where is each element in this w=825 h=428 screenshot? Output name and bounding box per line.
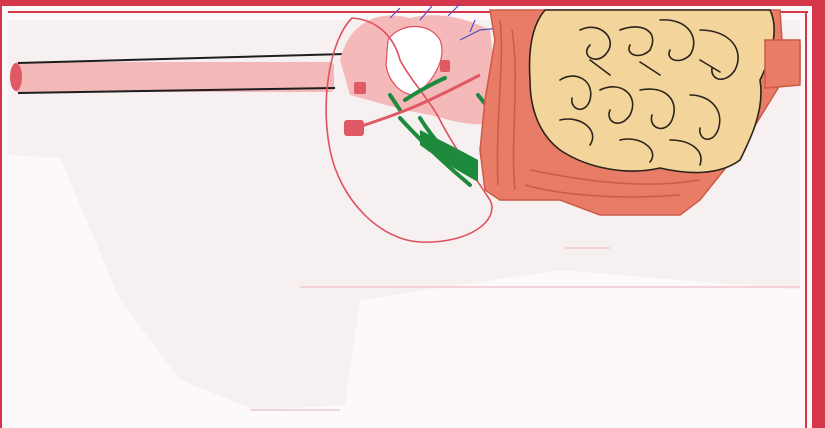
frame-left-thin xyxy=(0,6,2,428)
tube-end xyxy=(10,63,22,91)
convoluted-mass xyxy=(530,10,775,173)
bowel-tail xyxy=(765,40,800,88)
vessel-node-2 xyxy=(354,82,366,94)
tube-body xyxy=(14,62,334,92)
vessel-node-3 xyxy=(440,60,450,72)
frame-top xyxy=(0,0,825,6)
frame-right xyxy=(812,0,825,428)
vessel-node-1 xyxy=(344,120,364,136)
